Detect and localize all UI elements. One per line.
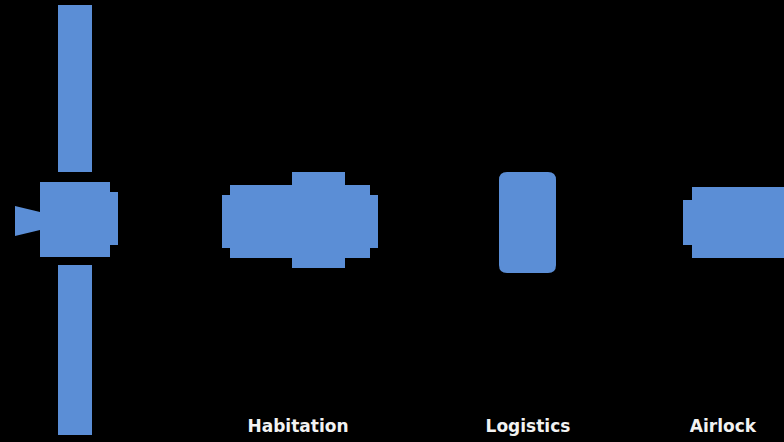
solar-array: [58, 265, 92, 435]
airlock-module: Airlock: [643, 160, 784, 442]
thruster: [15, 206, 40, 236]
solar-array: [58, 5, 92, 172]
module-outline: [683, 187, 784, 258]
module-label: Logistics: [448, 416, 608, 436]
power-module-body: [40, 182, 118, 257]
logistics-module: Logistics: [448, 160, 608, 442]
habitation-module: Habitation: [218, 160, 378, 442]
module-outline: [499, 172, 556, 273]
module-label: Habitation: [218, 416, 378, 436]
module-outline: [222, 172, 378, 268]
module-shape: [218, 160, 378, 442]
module-shape: [643, 160, 784, 442]
module-shape: [448, 160, 608, 442]
module-label: Airlock: [643, 416, 784, 436]
